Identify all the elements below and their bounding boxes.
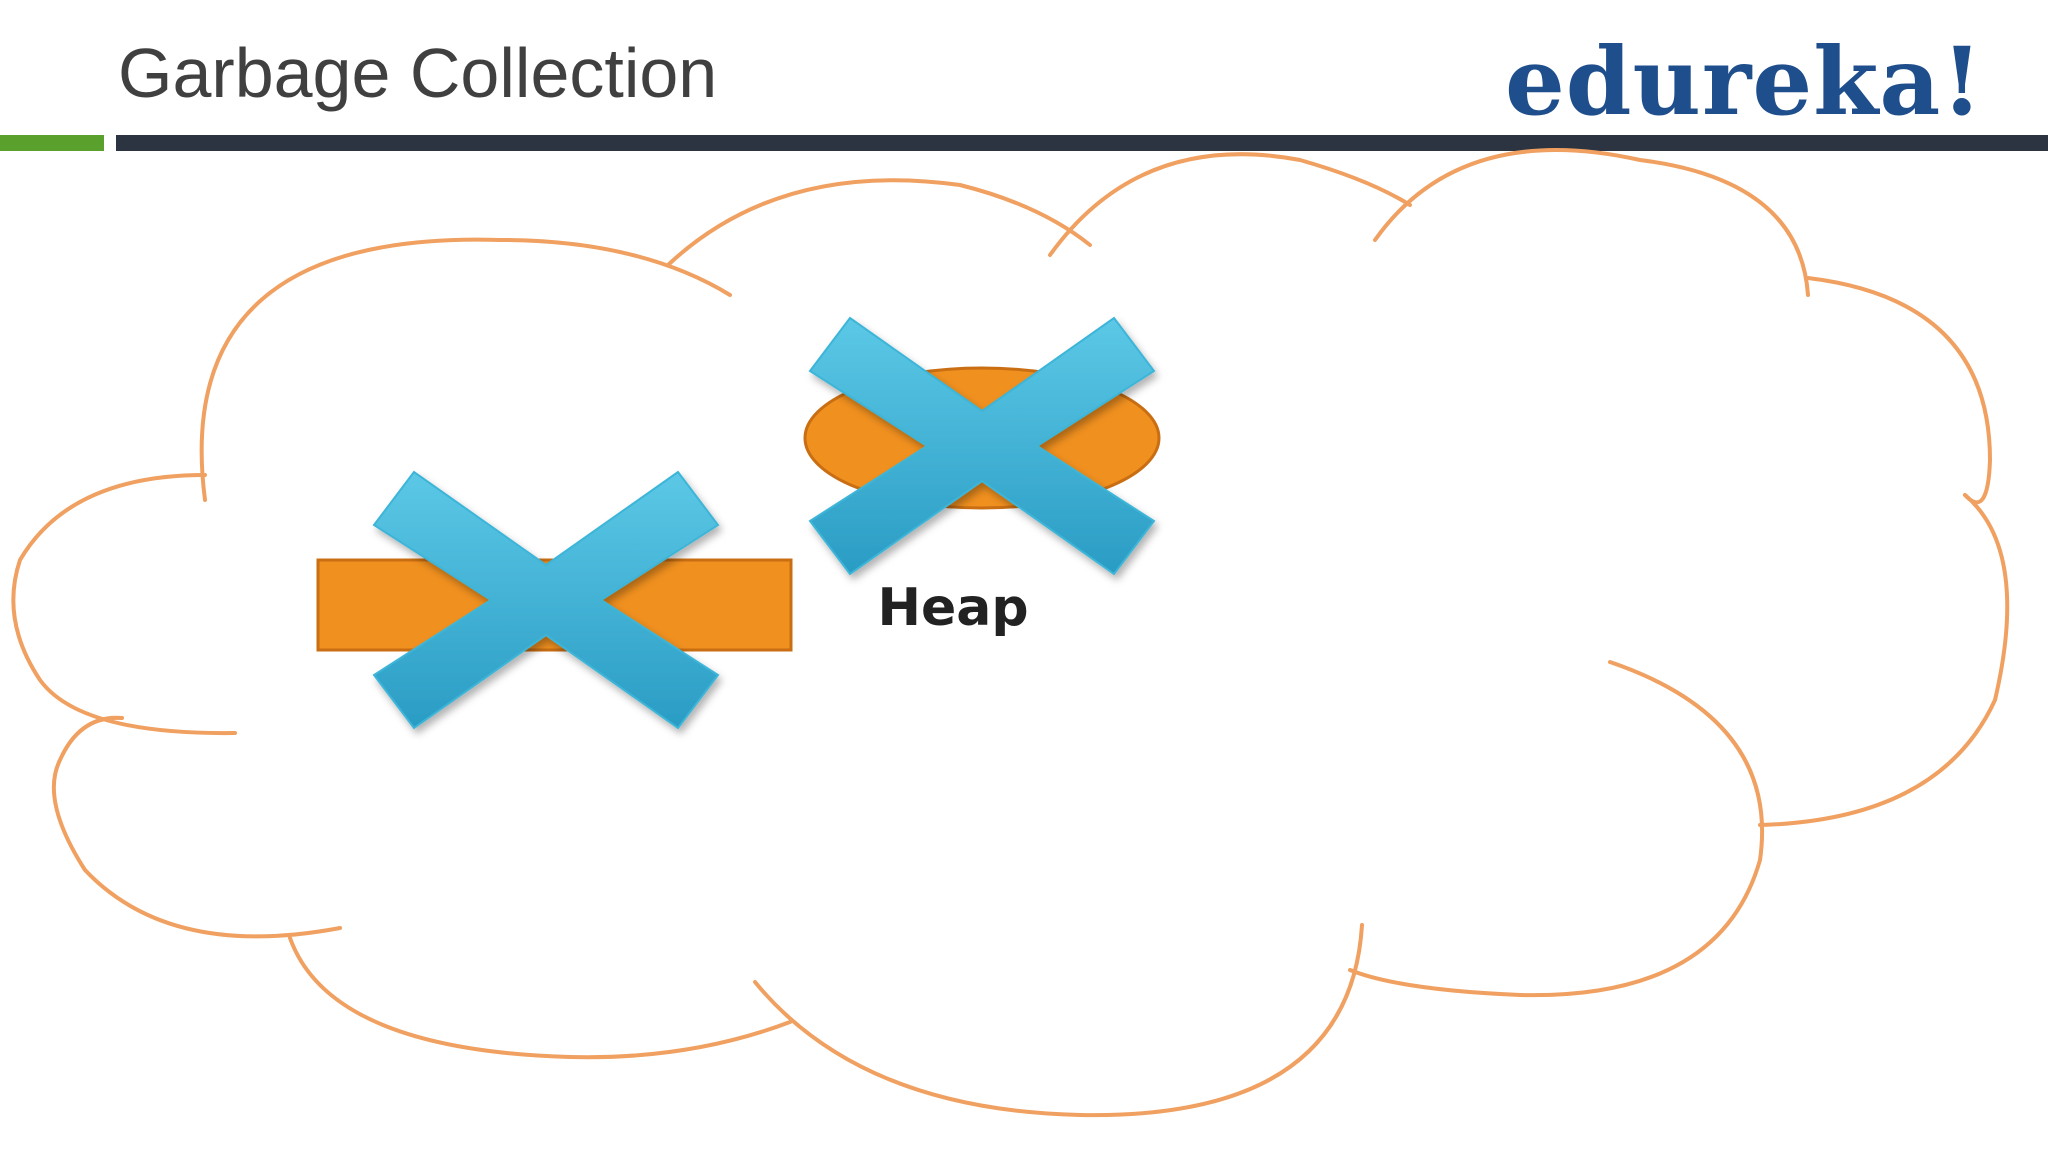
- garbage-object-ellipse: [803, 316, 1161, 576]
- heap-label: Heap: [877, 578, 1028, 638]
- edureka-logo: edureka!: [1505, 27, 1984, 137]
- slide-title: Garbage Collection: [118, 34, 718, 112]
- cross-out-icon: [808, 316, 1156, 576]
- header-accent-bar: [0, 135, 104, 151]
- heap-cloud: [11, 148, 2010, 1118]
- garbage-object-rectangle: [316, 470, 793, 730]
- header-rule: [116, 135, 2048, 151]
- cross-out-icon: [372, 470, 720, 730]
